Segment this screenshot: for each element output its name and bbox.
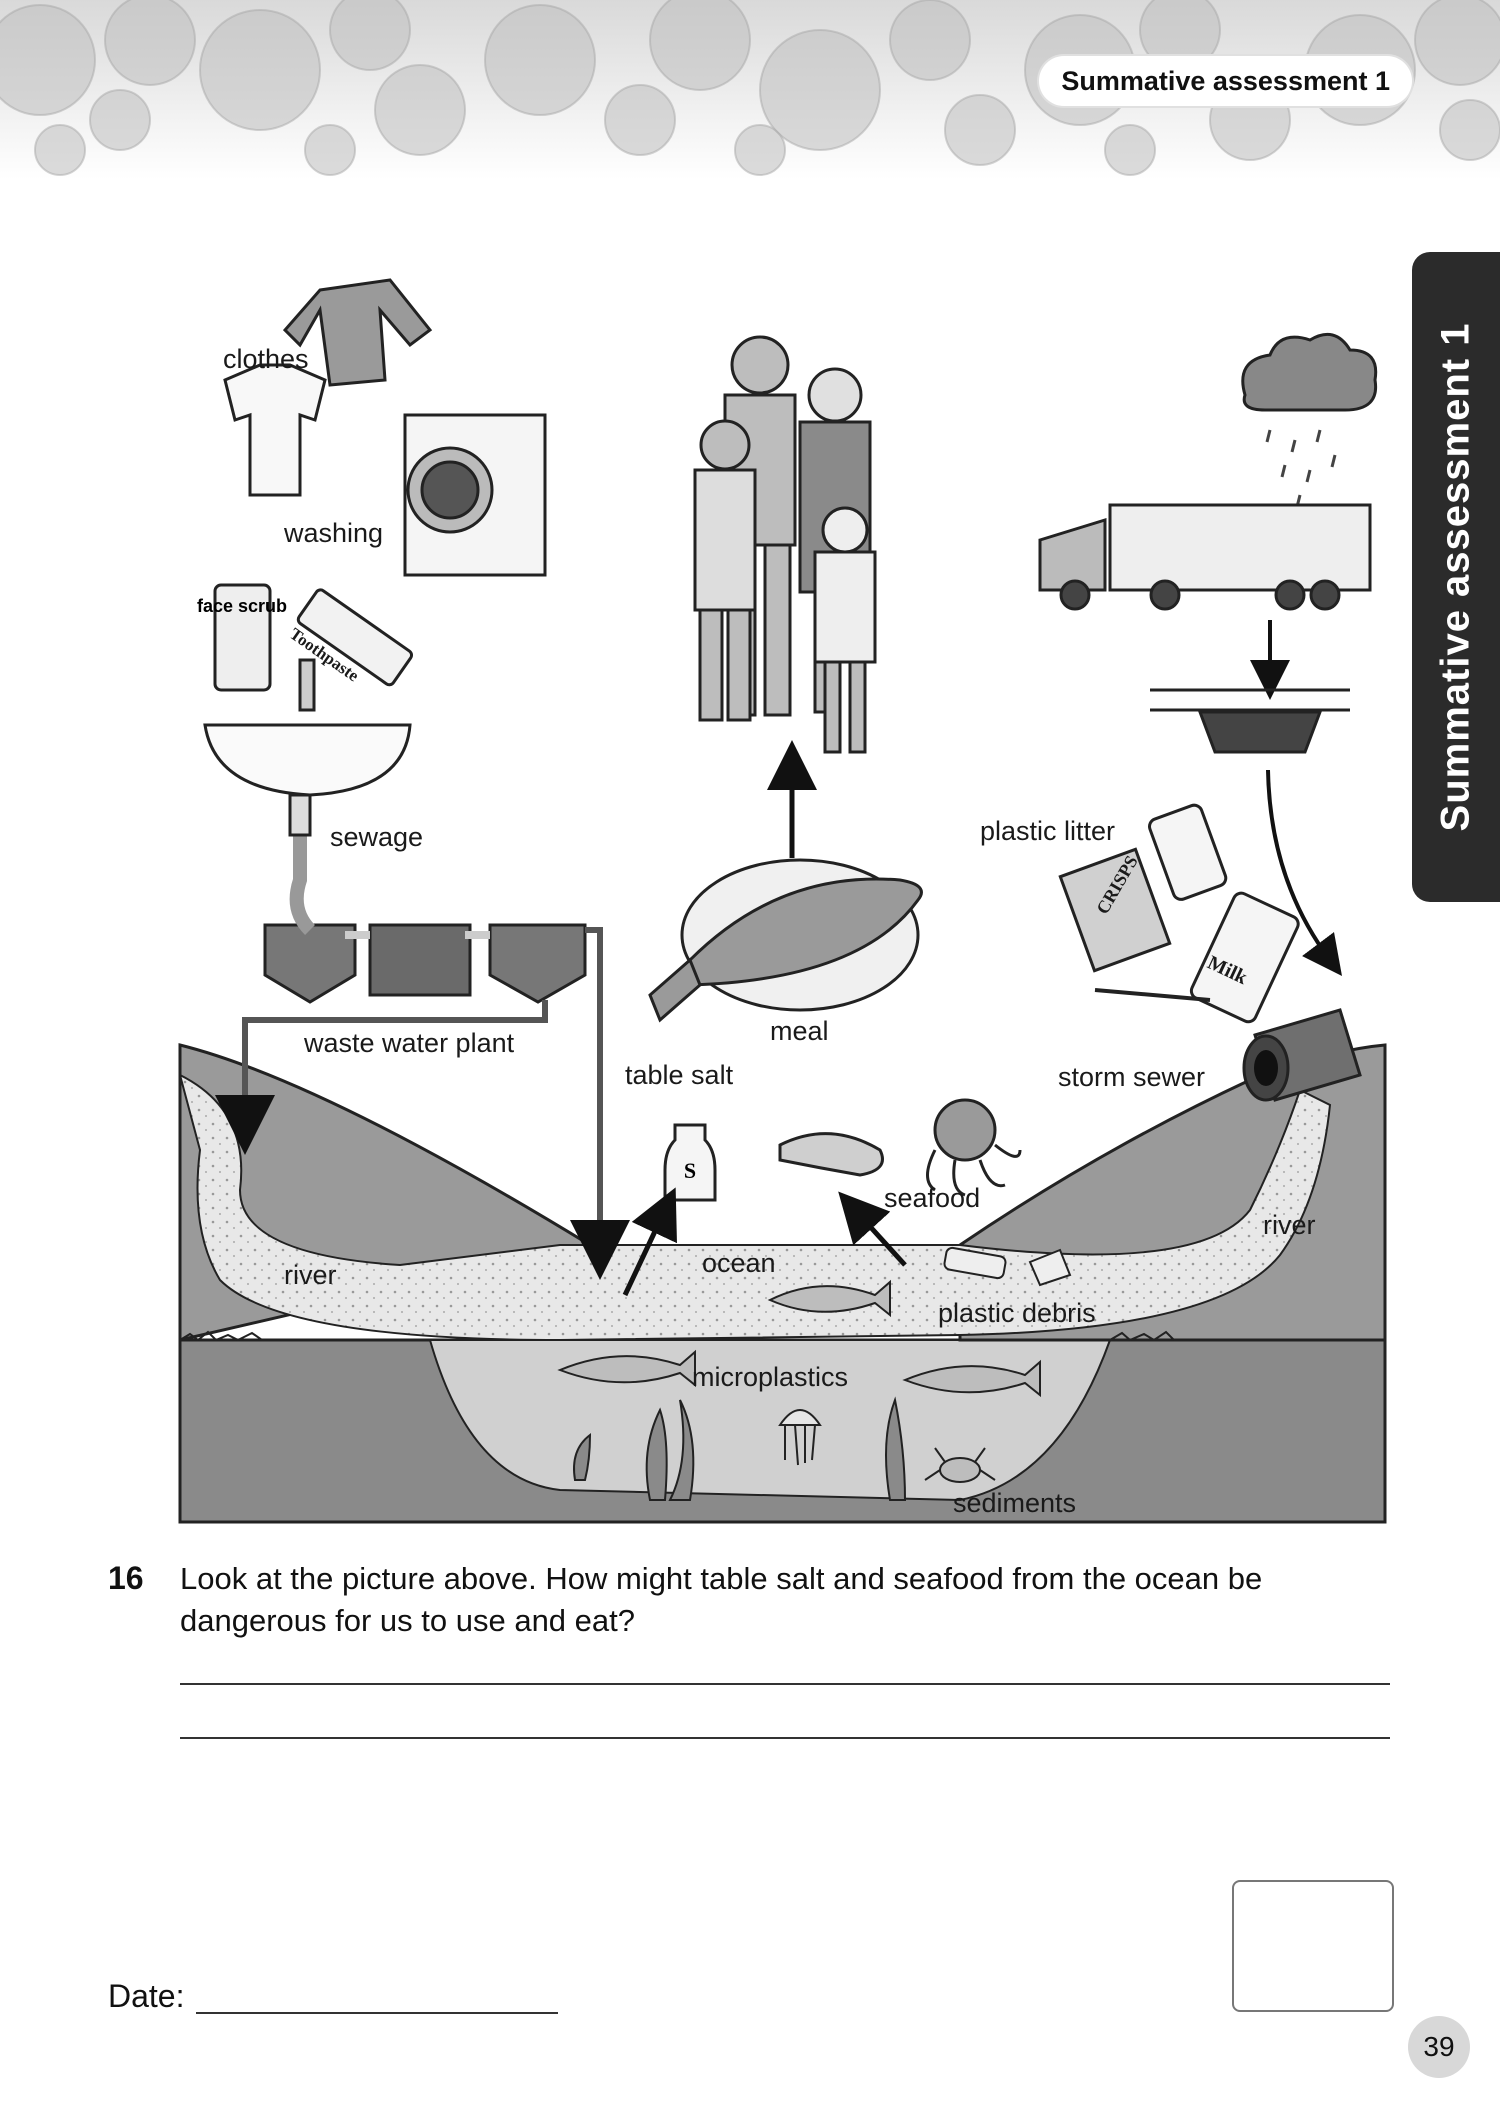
question-number: 16: [108, 1560, 144, 1596]
label-table-salt: table salt: [625, 1060, 734, 1090]
face-scrub-label-top: face scrub: [197, 596, 287, 616]
date-field-line[interactable]: [196, 2012, 558, 2014]
t-shirt-illustration: [223, 363, 327, 497]
seaweed-illustration: [573, 1396, 907, 1501]
label-sewage: sewage: [330, 822, 424, 852]
question-text: Look at the picture above. How might tab…: [180, 1561, 1263, 1638]
storm-drain-grate: [1150, 688, 1350, 754]
waste-water-plant: [263, 923, 587, 1004]
label-plastic-litter: plastic litter: [980, 816, 1116, 846]
label-storm-sewer: storm sewer: [1058, 1062, 1206, 1092]
date-label: Date:: [108, 1978, 185, 2014]
fish-illustrations: [557, 1279, 1041, 1398]
face-scrub-tube: [213, 583, 272, 692]
score-box[interactable]: [1232, 1880, 1394, 2012]
truck-illustration: [1038, 503, 1372, 611]
label-ocean: ocean: [702, 1248, 776, 1278]
label-seafood: seafood: [884, 1183, 981, 1213]
label-washing: washing: [284, 518, 384, 548]
sweater-illustration: [282, 278, 433, 387]
label-plastic-debris: plastic debris: [938, 1298, 1096, 1328]
section-title-pill: Summative assessment 1: [1039, 56, 1412, 106]
label-river-left: river: [284, 1260, 337, 1290]
plastic-litter-illustration: [1058, 803, 1300, 1024]
sink-illustration: [203, 658, 412, 837]
storm-sewer-pipe: [1242, 1008, 1362, 1102]
label-clothes: clothes: [223, 344, 309, 374]
pollution-cycle-diagram: face scrub: [178, 278, 1387, 1524]
header-band: Summative assessment 1: [0, 0, 1500, 180]
jellyfish-illustration: [778, 1409, 822, 1466]
answer-line-1[interactable]: [180, 1683, 1390, 1685]
label-meal: meal: [770, 1016, 829, 1046]
sewage-flow: [289, 830, 316, 935]
label-sediments: sediments: [953, 1488, 1077, 1518]
rain-cloud-illustration: [1241, 332, 1378, 508]
salt-shaker-illustration: [663, 1123, 717, 1202]
fish-meal-illustration: [648, 858, 923, 1023]
label-microplastics: microplastics: [692, 1362, 849, 1392]
answer-line-2[interactable]: [180, 1737, 1390, 1739]
label-river-right: river: [1263, 1210, 1316, 1240]
seafood-illustration: [778, 1098, 1022, 1197]
label-waste-water-plant: waste water plant: [304, 1028, 515, 1058]
toothpaste-tube: [296, 588, 414, 687]
family-illustration: [693, 335, 877, 754]
crab-illustration: [924, 1447, 996, 1483]
washing-machine-illustration: [403, 413, 547, 577]
plastic-debris-illustration: [943, 1246, 1072, 1287]
side-tab: Summative assessment 1: [1412, 252, 1500, 902]
page-number-badge: 39: [1408, 2016, 1470, 2078]
salt-shaker-letter: S: [684, 1158, 696, 1183]
